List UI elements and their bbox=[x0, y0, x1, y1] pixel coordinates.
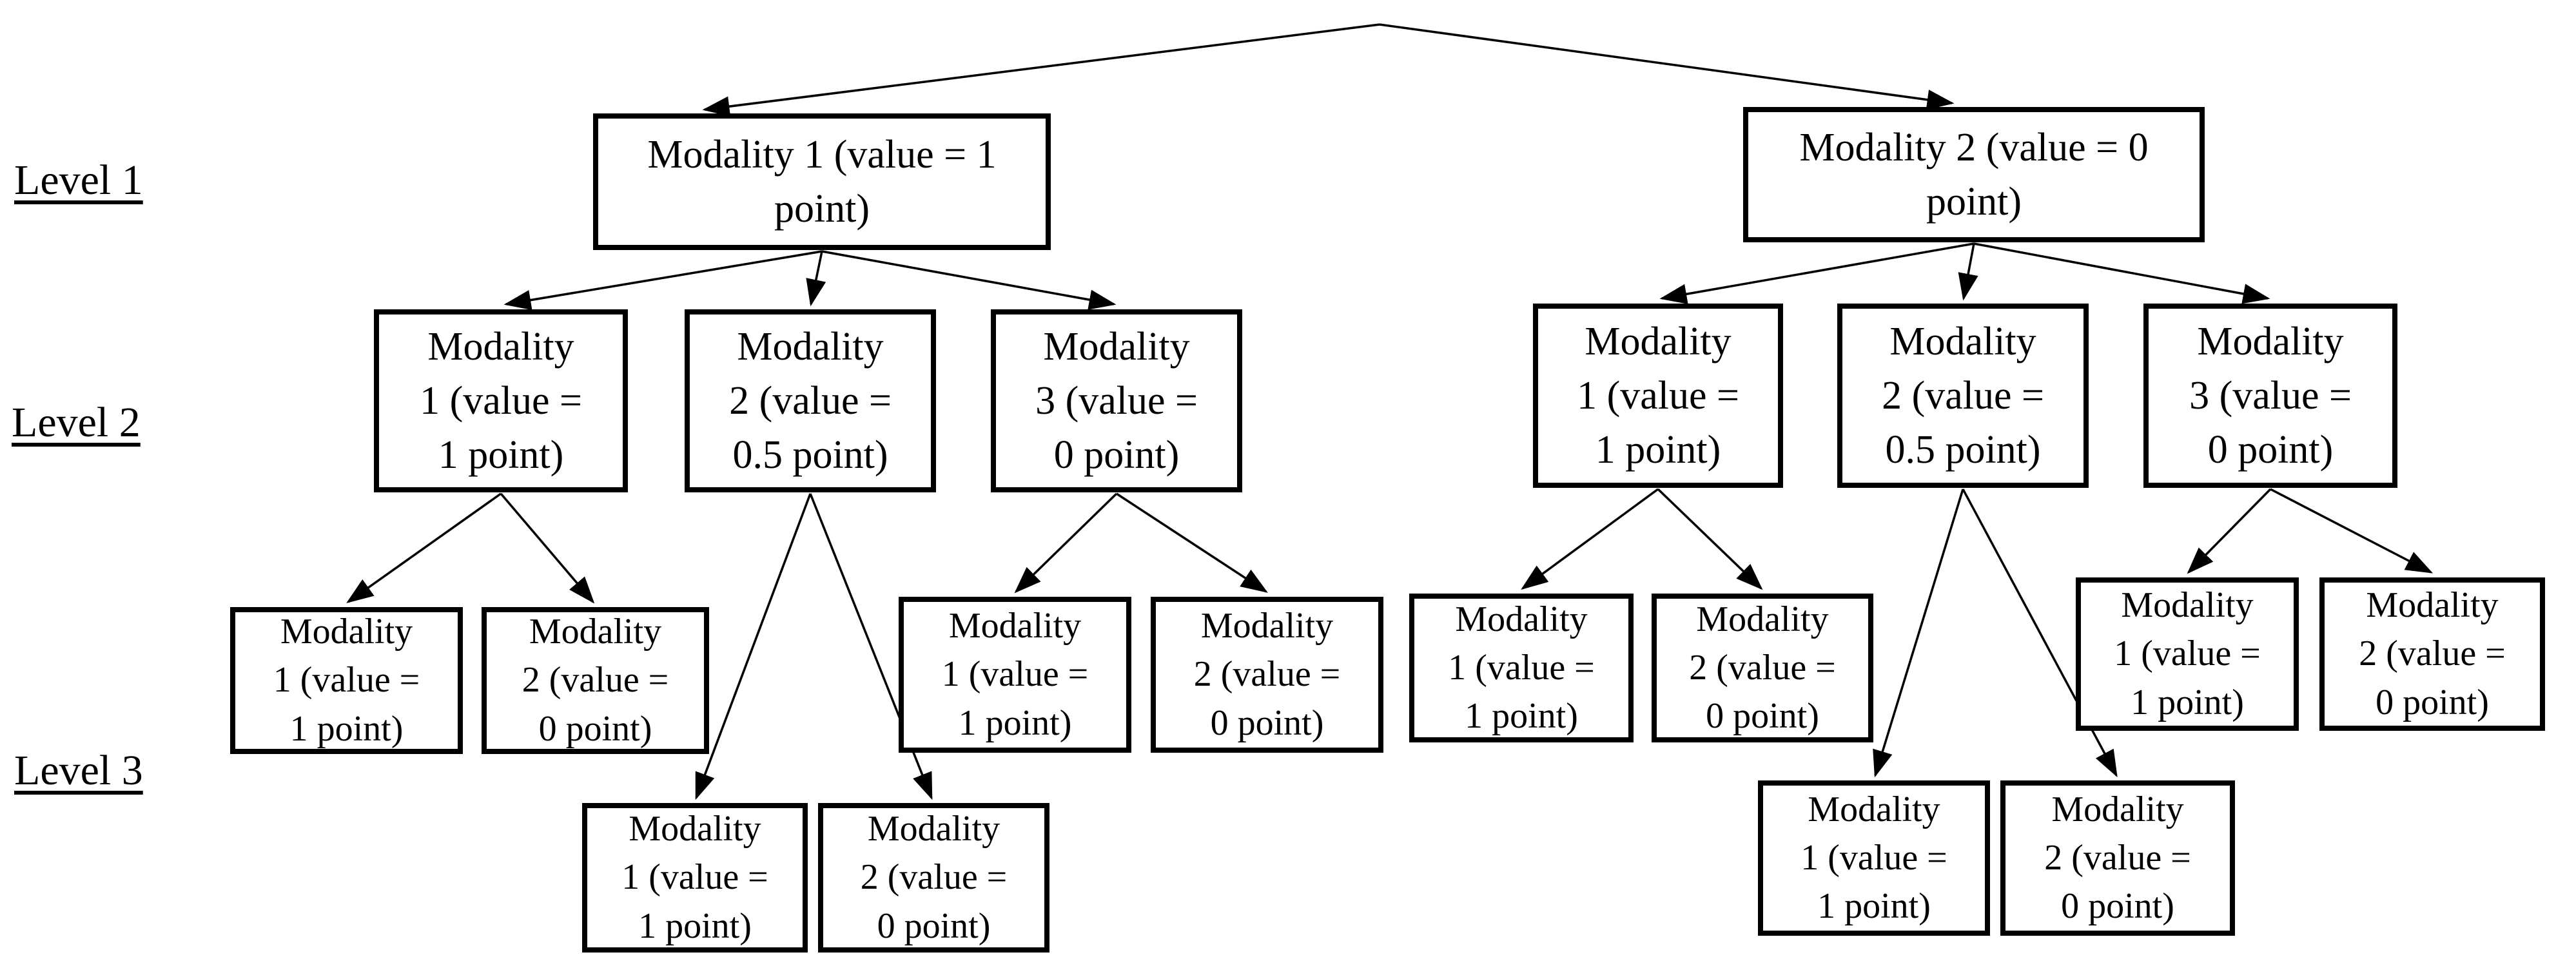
node-level3-right-m1-modality1: Modality 1 (value = 1 point) bbox=[1409, 594, 1634, 742]
arrow-l1m1-to-l2-left-m2 bbox=[806, 251, 826, 307]
arrow-l2-right-m1-to-child2 bbox=[1657, 488, 1763, 590]
row-label-level-1: Level 1 bbox=[14, 157, 143, 204]
row-label-level-2: Level 2 bbox=[12, 399, 141, 446]
node-level1-modality2: Modality 2 (value = 0 point) bbox=[1743, 107, 2205, 242]
node-level2-left-modality1: Modality 1 (value = 1 point) bbox=[374, 309, 628, 492]
node-level3-right-m1-modality2: Modality 2 (value = 0 point) bbox=[1652, 594, 1873, 742]
arrow-l1m1-to-l2-left-m1 bbox=[503, 250, 823, 311]
node-level3-left-m2-modality2: Modality 2 (value = 0 point) bbox=[818, 803, 1049, 953]
node-level3-right-m2-modality2: Modality 2 (value = 0 point) bbox=[2000, 780, 2235, 936]
arrow-l2-left-m2-to-child1 bbox=[695, 493, 812, 800]
node-level3-left-m2-modality1: Modality 1 (value = 1 point) bbox=[582, 803, 808, 953]
node-level2-left-modality2: Modality 2 (value = 0.5 point) bbox=[685, 309, 936, 492]
node-level3-left-m1-modality1: Modality 1 (value = 1 point) bbox=[230, 607, 463, 754]
arrow-l2-left-m1-to-child1 bbox=[346, 492, 502, 604]
node-level2-right-modality2: Modality 2 (value = 0.5 point) bbox=[1837, 304, 2089, 488]
arrow-l2-right-m3-to-child1 bbox=[2187, 488, 2272, 574]
arrow-root-to-l1-modality2 bbox=[1379, 23, 1955, 110]
node-level2-right-modality3: Modality 3 (value = 0 point) bbox=[2143, 304, 2397, 488]
arrow-l1m2-to-l2-right-m1 bbox=[1659, 242, 1975, 304]
node-level3-left-m3-modality1: Modality 1 (value = 1 point) bbox=[899, 597, 1131, 753]
node-level3-left-m1-modality2: Modality 2 (value = 0 point) bbox=[482, 607, 709, 754]
node-level3-left-m3-modality2: Modality 2 (value = 0 point) bbox=[1151, 597, 1383, 753]
node-level3-right-m3-modality1: Modality 1 (value = 1 point) bbox=[2076, 577, 2299, 731]
arrow-l2-right-m3-to-child2 bbox=[2270, 488, 2434, 574]
node-level3-right-m3-modality2: Modality 2 (value = 0 point) bbox=[2319, 577, 2545, 731]
arrow-l2-left-m3-to-child2 bbox=[1116, 492, 1268, 593]
arrow-root-to-l1-modality1 bbox=[702, 23, 1380, 117]
arrow-l2-right-m1-to-child1 bbox=[1521, 488, 1659, 590]
arrow-l1m2-to-l2-right-m3 bbox=[1973, 242, 2270, 304]
arrow-l2-left-m3-to-child1 bbox=[1014, 492, 1118, 594]
node-level1-modality1: Modality 1 (value = 1 point) bbox=[593, 113, 1051, 250]
node-level2-left-modality3: Modality 3 (value = 0 point) bbox=[991, 309, 1242, 492]
node-level2-right-modality1: Modality 1 (value = 1 point) bbox=[1533, 304, 1783, 488]
arrow-l1m1-to-l2-left-m3 bbox=[821, 250, 1117, 310]
row-label-level-3: Level 3 bbox=[14, 747, 143, 794]
arrow-l2-left-m1-to-child2 bbox=[500, 492, 595, 604]
arrow-l1m2-to-l2-right-m2 bbox=[1958, 243, 1978, 301]
node-level3-right-m2-modality1: Modality 1 (value = 1 point) bbox=[1758, 780, 1990, 936]
arrow-l2-right-m2-to-child1 bbox=[1873, 488, 1964, 778]
